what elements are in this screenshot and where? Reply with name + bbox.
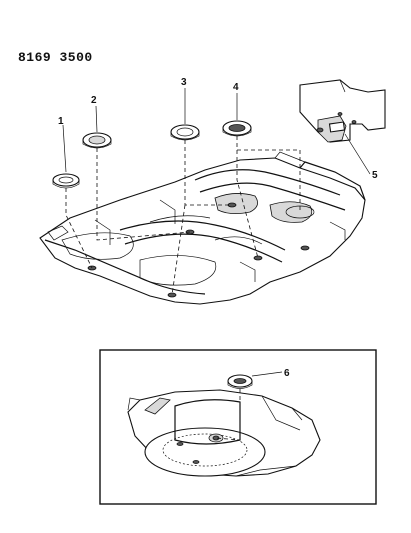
access-panel bbox=[299, 79, 386, 143]
callout-5: 5 bbox=[372, 170, 378, 181]
diagram-code: 8169 3500 bbox=[18, 50, 93, 65]
floor-pan bbox=[39, 151, 366, 305]
callout-1: 1 bbox=[58, 116, 64, 127]
callouts: 1 2 3 4 5 bbox=[58, 77, 378, 181]
floor-plug-4-icon bbox=[222, 120, 252, 137]
floor-plug-2-icon bbox=[82, 132, 112, 149]
callout-4: 4 bbox=[233, 82, 239, 93]
callout-3: 3 bbox=[181, 77, 187, 88]
floor-plug-3-icon bbox=[170, 124, 200, 141]
callout-6: 6 bbox=[284, 368, 290, 379]
callout-2: 2 bbox=[91, 95, 97, 106]
inset-detail: 6 bbox=[99, 349, 377, 505]
floor-plug-1-icon bbox=[52, 173, 80, 189]
floor-plug-6-icon bbox=[227, 374, 253, 389]
